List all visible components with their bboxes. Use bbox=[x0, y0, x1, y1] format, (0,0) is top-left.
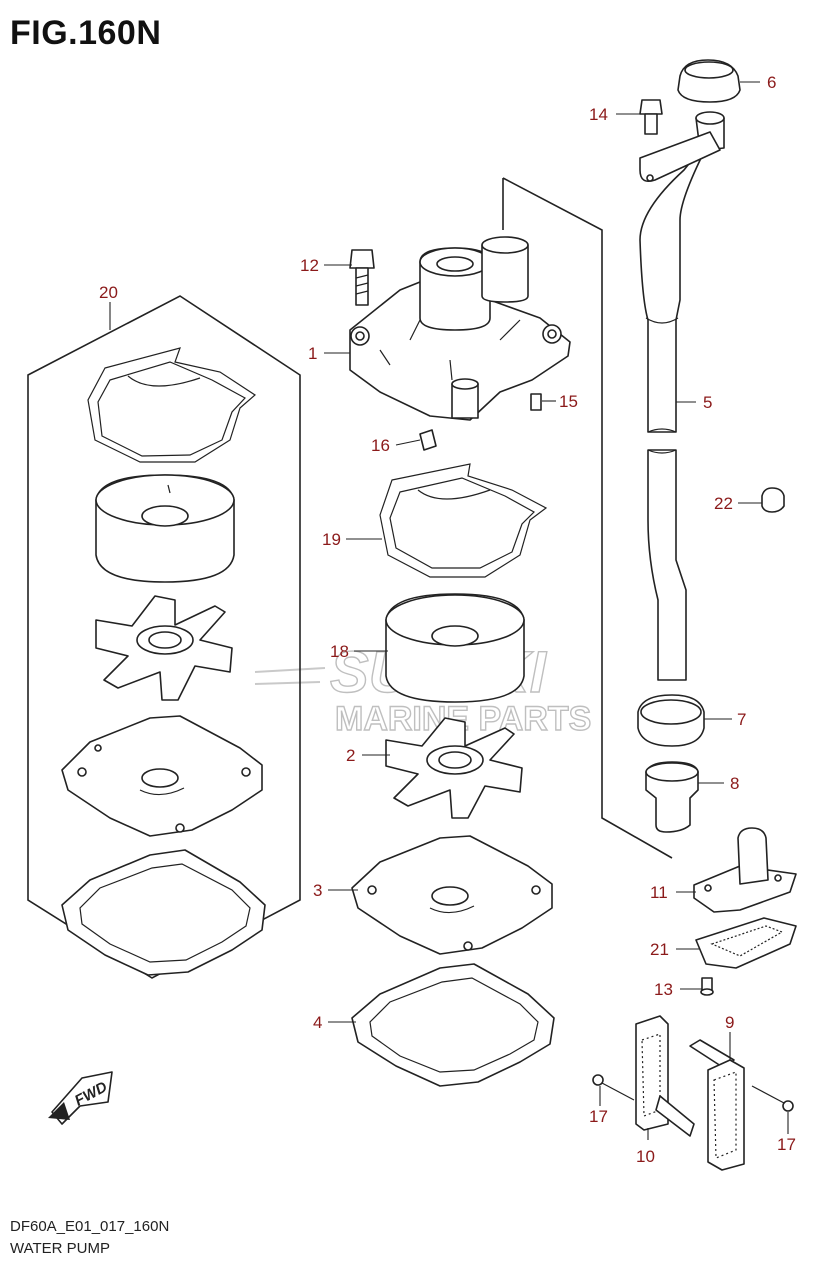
callout-5: 5 bbox=[703, 393, 712, 412]
kit-pump-plate bbox=[61, 715, 263, 837]
screw-17-left bbox=[592, 1074, 635, 1101]
cap-22 bbox=[761, 487, 785, 513]
callout-8: 8 bbox=[730, 774, 739, 793]
callout-21: 21 bbox=[650, 940, 669, 959]
callout-13: 13 bbox=[654, 980, 673, 999]
grommet-6 bbox=[677, 59, 741, 103]
callout-7: 7 bbox=[737, 710, 746, 729]
callout-10: 10 bbox=[636, 1147, 655, 1166]
screw-17-right bbox=[751, 1085, 794, 1112]
pump-case-liner-18 bbox=[385, 593, 525, 703]
kit-impeller bbox=[95, 595, 233, 701]
kit-o-ring bbox=[87, 347, 256, 463]
seal-ring-19 bbox=[379, 463, 548, 578]
bolt-14 bbox=[639, 99, 663, 135]
dowel-pin-15 bbox=[530, 393, 542, 411]
filter-21 bbox=[695, 917, 797, 969]
water-joint-11 bbox=[693, 827, 797, 913]
callout-9: 9 bbox=[725, 1013, 734, 1032]
pump-housing bbox=[349, 236, 571, 421]
callout-14: 14 bbox=[589, 105, 608, 124]
bracket-10 bbox=[635, 1015, 695, 1137]
bracket-9 bbox=[689, 1039, 745, 1171]
grommet-8 bbox=[645, 761, 699, 833]
assembly-bracket-outline bbox=[502, 177, 673, 859]
water-tube-5 bbox=[639, 111, 725, 681]
bolt-12 bbox=[349, 249, 375, 306]
callout-11: 11 bbox=[650, 883, 668, 902]
callout-6: 6 bbox=[767, 73, 776, 92]
callout-12: 12 bbox=[300, 256, 319, 275]
grommet-7 bbox=[637, 694, 705, 747]
callout-19: 19 bbox=[322, 530, 341, 549]
key-16 bbox=[419, 429, 437, 451]
gasket-4 bbox=[351, 963, 555, 1087]
kit-gasket bbox=[61, 849, 266, 976]
pump-plate-3 bbox=[351, 835, 553, 955]
kit-outline bbox=[27, 295, 301, 979]
impeller-2 bbox=[385, 717, 523, 819]
callout-16: 16 bbox=[371, 436, 390, 455]
diagram-code: DF60A_E01_017_160N bbox=[10, 1218, 170, 1235]
callout-17-right: 17 bbox=[777, 1135, 796, 1154]
callout-3: 3 bbox=[313, 881, 322, 900]
diagram-caption: WATER PUMP bbox=[10, 1240, 110, 1257]
leader-lines bbox=[109, 81, 789, 1140]
callout-1: 1 bbox=[308, 344, 317, 363]
callouts: 1 2 3 4 5 6 7 8 9 10 11 12 13 14 15 16 1… bbox=[99, 73, 796, 1166]
callout-18: 18 bbox=[330, 642, 349, 661]
callout-20: 20 bbox=[99, 283, 118, 302]
callout-22: 22 bbox=[714, 494, 733, 513]
figure-title: FIG.160N bbox=[10, 14, 162, 52]
callout-17-left: 17 bbox=[589, 1107, 608, 1126]
callout-2: 2 bbox=[346, 746, 355, 765]
callout-15: 15 bbox=[559, 392, 578, 411]
screw-13 bbox=[700, 977, 714, 996]
forward-direction-badge: FWD bbox=[48, 1071, 113, 1125]
kit-pump-case-liner bbox=[95, 474, 235, 583]
callout-4: 4 bbox=[313, 1013, 322, 1032]
